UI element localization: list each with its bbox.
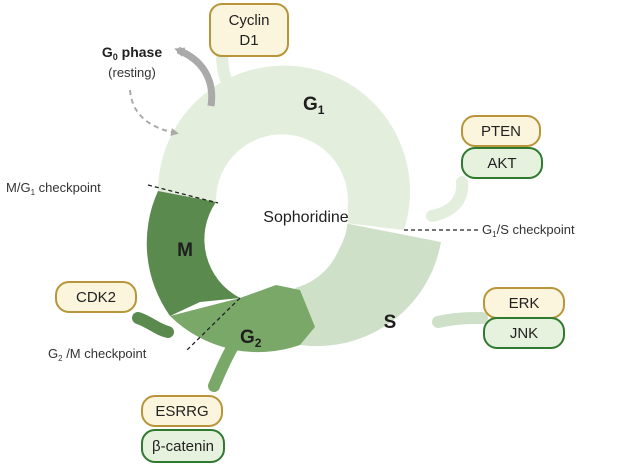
m-g1-checkpoint-label: M/G1 checkpoint: [6, 180, 101, 197]
cdk2-tail: [132, 312, 174, 338]
phase-m-label: M: [177, 240, 193, 261]
pten-akt-tail: [426, 176, 469, 222]
g0-return-arrow: [129, 89, 179, 136]
svg-text:β-catenin: β-catenin: [152, 438, 214, 455]
cdk2-box: CDK2: [55, 281, 137, 313]
g1-s-checkpoint-label: G1/S checkpoint: [482, 222, 575, 239]
cyclin-d1-box: Cyclin D1: [209, 3, 289, 57]
beta-catenin-box: β-catenin: [141, 429, 225, 463]
segment-g1: [158, 65, 410, 230]
phase-g2-label: G2: [240, 327, 262, 350]
svg-text:ERK: ERK: [509, 295, 540, 312]
svg-text:Cyclin: Cyclin: [229, 12, 270, 29]
phase-s-label: S: [384, 312, 397, 333]
svg-text:JNK: JNK: [510, 325, 538, 342]
erk-box: ERK: [483, 287, 565, 319]
esrrg-box: ESRRG: [141, 395, 223, 427]
center-circle: [216, 150, 348, 282]
akt-box: AKT: [461, 147, 543, 179]
erk-jnk-tail: [432, 312, 488, 328]
esrrg-tail: [208, 342, 238, 392]
center-label: Sophoridine: [263, 209, 349, 226]
svg-text:PTEN: PTEN: [481, 123, 521, 140]
g0-exit-arrow: [174, 46, 216, 107]
segment-g2: [170, 285, 315, 353]
jnk-box: JNK: [483, 317, 565, 349]
segment-s: [295, 223, 441, 347]
g0-resting-label: (resting): [108, 65, 156, 80]
svg-text:D1: D1: [239, 32, 258, 49]
g0-phase-label: G0 phase: [102, 44, 162, 62]
g2-m-checkpoint-line: [185, 297, 241, 352]
g2-m-checkpoint-label: G2 /M checkpoint: [48, 346, 147, 363]
m-g1-checkpoint-line: [147, 184, 219, 204]
segment-m: [146, 191, 240, 316]
pten-box: PTEN: [461, 115, 541, 147]
svg-text:AKT: AKT: [487, 155, 516, 172]
phase-g1-label: G1: [303, 94, 325, 117]
svg-text:CDK2: CDK2: [76, 289, 116, 306]
svg-text:ESRRG: ESRRG: [155, 403, 208, 420]
